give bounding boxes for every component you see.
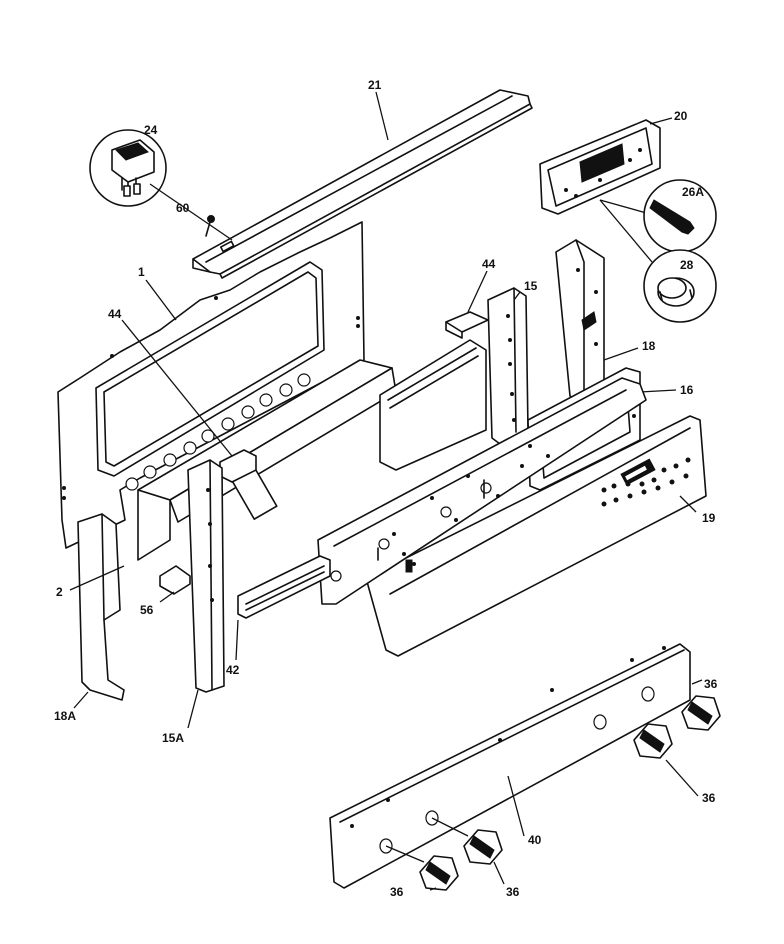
bracket-44-right-part — [445, 270, 489, 339]
part-label-24: 24 — [144, 123, 158, 137]
part-label-28: 28 — [680, 258, 694, 272]
side-panel-18a-part — [69, 513, 125, 709]
control-panel-plate-part — [317, 377, 647, 605]
part-label-15: 15 — [524, 279, 538, 293]
screw-part — [205, 215, 215, 237]
part-label-15a: 15A — [162, 731, 184, 745]
side-bracket-18-part — [555, 239, 639, 405]
part-label-60: 60 — [176, 201, 190, 215]
knob-36-rear-right-part — [681, 679, 721, 731]
top-rail-part — [192, 89, 533, 279]
part-label-44-right: 44 — [482, 257, 496, 271]
side-bracket-15a-part — [187, 459, 225, 729]
knob-36-front-left-part — [385, 845, 459, 891]
part-label-44-left: 44 — [108, 307, 122, 321]
part-label-18: 18 — [642, 339, 656, 353]
part-label-40: 40 — [528, 833, 542, 847]
back-panel-part — [57, 221, 365, 549]
part-label-21: 21 — [368, 78, 382, 92]
part-label-36-right: 36 — [702, 791, 716, 805]
part-label-56: 56 — [140, 603, 154, 617]
part-label-16: 16 — [680, 383, 694, 397]
side-bracket-15-part — [487, 287, 529, 445]
bracket-56-part — [159, 565, 191, 603]
screw-26a-part — [643, 179, 717, 253]
part-label-36-bottom-right: 36 — [506, 885, 520, 899]
rocker-switch-part — [89, 129, 233, 241]
knob-cap-28-part — [643, 249, 717, 323]
part-label-36-bottom-left: 36 — [390, 885, 404, 899]
knob-36-front-right-part — [431, 817, 505, 885]
knob-panel-40-part — [329, 643, 691, 889]
clock-control-board-part — [539, 117, 673, 263]
part-label-18a: 18A — [54, 709, 76, 723]
part-label-2: 2 — [56, 585, 63, 599]
knob-36-rear-left-part — [633, 723, 699, 797]
part-label-1: 1 — [138, 265, 145, 279]
part-label-26a: 26A — [682, 185, 704, 199]
part-label-20: 20 — [674, 109, 688, 123]
part-label-36-top-right: 36 — [704, 677, 718, 691]
front-overlay-19-part — [365, 415, 707, 657]
part-label-42: 42 — [226, 663, 240, 677]
part-label-19: 19 — [702, 511, 716, 525]
channel-42-part — [235, 555, 331, 661]
